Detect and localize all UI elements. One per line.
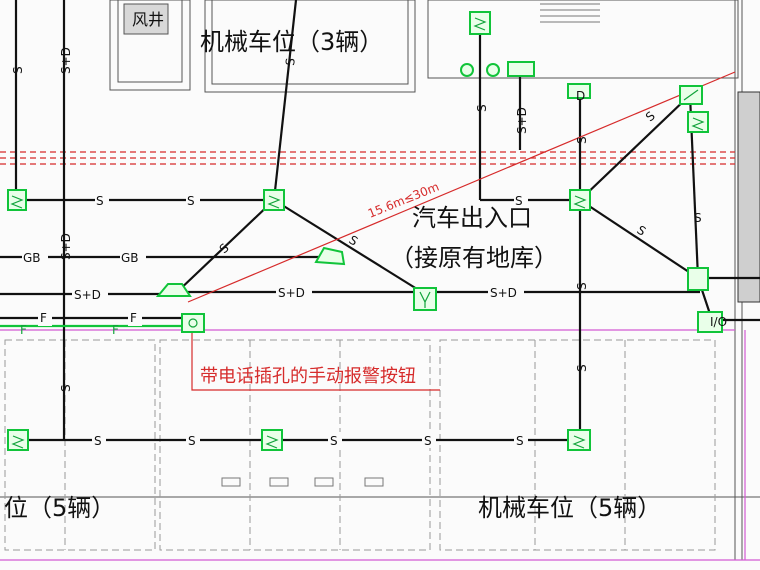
distance-line <box>187 71 736 303</box>
line-code-gb: GB <box>23 251 41 265</box>
line-code-f-green: F <box>112 323 119 337</box>
smoke-detector-icon <box>7 429 29 451</box>
line-code-s-vertical: S <box>475 104 489 112</box>
parking-marks <box>221 477 384 487</box>
line-code-sd: S+D <box>278 286 305 300</box>
line-code-gb: GB <box>121 251 139 265</box>
line-code-s: S <box>188 434 196 448</box>
line-code-s-vertical: S <box>11 66 25 74</box>
manual-alarm-button-icon <box>181 313 205 333</box>
line-codes: S S S GB GB S+D S+D S+D F F F F S S S S … <box>11 47 727 448</box>
parking-right-label: 机械车位（5辆） <box>478 494 661 522</box>
line-code-s: S <box>516 434 524 448</box>
module-box-icon <box>687 267 709 291</box>
line-code-s-vertical: S <box>575 364 589 372</box>
line-code-d: D <box>576 89 585 103</box>
line-code-sd-vertical: S+D <box>515 107 529 134</box>
line-code-s: S <box>187 194 195 208</box>
devices <box>7 11 723 451</box>
text-labels: 风井 机械车位（3辆） 汽车出入口 （接原有地库） 位（5辆） 机械车位（5辆）… <box>4 3 661 522</box>
sounder-icon <box>413 287 437 311</box>
line-code-s: S <box>643 109 658 125</box>
line-code-s: S <box>515 194 523 208</box>
line-code-s: S <box>96 194 104 208</box>
valve-icon <box>486 63 500 77</box>
magenta-walls <box>0 329 760 561</box>
line-code-s-vertical: S <box>59 384 73 392</box>
line-code-sd-vertical: S+D <box>59 233 73 260</box>
sound-light-alarm-icon <box>155 283 192 297</box>
parking-top-box <box>204 0 416 93</box>
line-code-s-vertical: S <box>575 136 589 144</box>
smoke-detector-icon <box>469 11 491 35</box>
air-shaft-wall <box>109 0 191 91</box>
gb-speaker-icon <box>314 246 346 266</box>
line-code-f-green: F <box>20 323 27 337</box>
line-code-sd: S+D <box>490 286 517 300</box>
alarm-callout-label: 带电话插孔的手动报警按钮 <box>200 366 416 387</box>
line-code-io: I/O <box>710 315 727 329</box>
stair-hatch <box>540 3 760 303</box>
air-shaft-label: 风井 <box>132 10 164 29</box>
device-glyphs <box>10 17 705 449</box>
valve-module-icon <box>507 61 535 77</box>
air-shaft-label-box <box>123 3 169 35</box>
line-code-s: S <box>424 434 432 448</box>
line-code-s: S <box>694 211 702 225</box>
line-code-s-vertical: S <box>575 282 589 290</box>
car-entrance-note: （接原有地库） <box>390 244 558 272</box>
smoke-detector-icon <box>687 111 709 133</box>
smoke-detector-icon <box>567 429 591 451</box>
line-code-s: S <box>330 434 338 448</box>
parking-top-label: 机械车位（3辆） <box>200 28 383 56</box>
io-module-icon <box>697 311 723 333</box>
red-annotations <box>187 71 736 391</box>
parking-top-inner <box>211 0 409 85</box>
smoke-detector-icon <box>261 429 283 451</box>
valve-icon <box>460 63 474 77</box>
alarm-callout-leader <box>191 326 440 391</box>
dashed-band <box>0 151 735 165</box>
f-line <box>0 316 190 328</box>
smoke-detector-icon <box>7 189 27 211</box>
car-entrance-label: 汽车出入口 <box>412 204 532 232</box>
wiring <box>0 0 760 442</box>
smoke-detector-icon <box>569 189 591 211</box>
line-code-f: F <box>40 311 47 325</box>
line-code-s-vertical: S <box>283 57 298 66</box>
d-module-icon <box>567 83 591 99</box>
line-code-sd: S+D <box>74 288 101 302</box>
smoke-detector-icon <box>263 189 285 211</box>
line-code-sd-vertical: S+D <box>59 47 73 74</box>
air-shaft-inner <box>117 0 183 83</box>
line-code-s: S <box>94 434 102 448</box>
line-code-f: F <box>130 311 137 325</box>
stair-room <box>427 0 739 79</box>
parking-left-label: 位（5辆） <box>4 494 115 522</box>
